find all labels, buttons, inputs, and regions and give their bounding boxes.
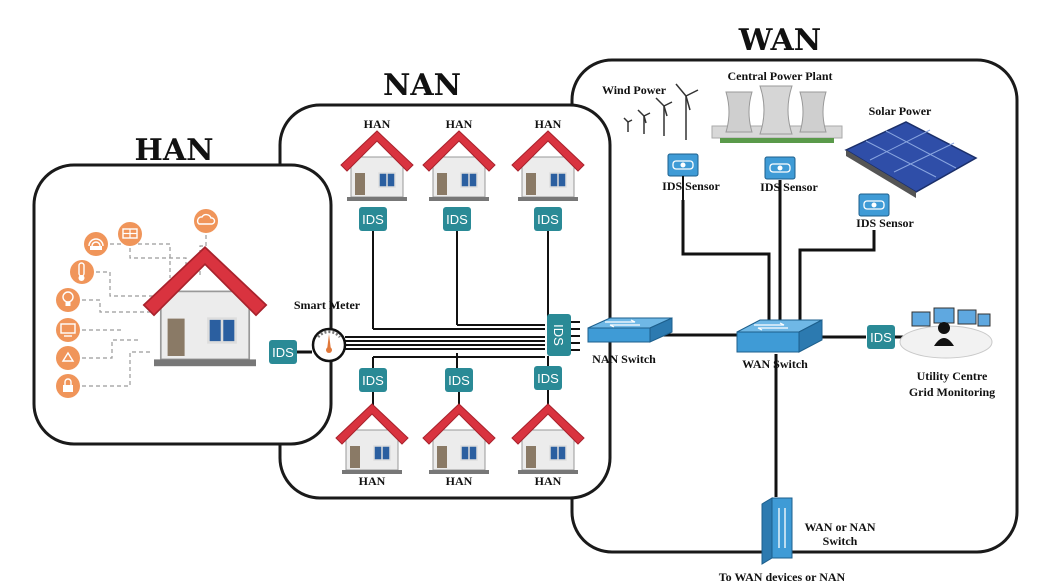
wan-switch-label: WAN Switch xyxy=(742,357,808,371)
solar-power-label: Solar Power xyxy=(869,104,932,118)
wan-switch-icon xyxy=(736,319,823,353)
nan-ids-3-label: IDS xyxy=(537,212,559,227)
nan-ids-4-label: IDS xyxy=(362,373,384,388)
nan-house-5-label: HAN xyxy=(446,474,473,488)
nan-house-4-label: HAN xyxy=(359,474,386,488)
utility-ids-label: IDS xyxy=(870,330,892,345)
smart-meter-label: Smart Meter xyxy=(294,298,361,312)
wan-or-nan-switch-icon xyxy=(761,497,793,565)
plant-ids-sensor-label: IDS Sensor xyxy=(760,180,818,194)
wan-or-nan-switch-label: WAN or NAN xyxy=(804,520,875,534)
router-icon xyxy=(84,232,108,256)
nan-house-3-label: HAN xyxy=(535,117,562,131)
monitor-icon xyxy=(56,318,80,342)
cloud-icon xyxy=(194,209,218,233)
thermometer-icon xyxy=(70,260,94,284)
smart-meter-icon xyxy=(311,327,347,363)
grid-monitoring-label: Grid Monitoring xyxy=(909,385,995,399)
nan-main-ids: IDS xyxy=(547,314,580,356)
light-bulb-icon xyxy=(56,288,80,312)
lock-icon xyxy=(56,374,80,398)
solar-ids-sensor-icon xyxy=(858,193,890,217)
nan-house-1-label: HAN xyxy=(364,117,391,131)
nan-title: NAN xyxy=(383,68,461,103)
utility-centre-label: Utility Centre xyxy=(917,369,988,383)
utility-centre-icon xyxy=(899,307,993,359)
nan-ids-6-label: IDS xyxy=(537,371,559,386)
solar-ids-sensor-label: IDS Sensor xyxy=(856,216,914,230)
central-power-plant-label: Central Power Plant xyxy=(727,69,832,83)
wind-ids-sensor-label: IDS Sensor xyxy=(662,179,720,193)
han-title: HAN xyxy=(134,133,213,168)
nan-house-6-label: HAN xyxy=(535,474,562,488)
nan-switch-icon xyxy=(587,317,673,343)
recycle-icon xyxy=(56,346,80,370)
nan-house-2-label: HAN xyxy=(446,117,473,131)
wan-wiring xyxy=(681,180,910,497)
nan-ids-1-label: IDS xyxy=(362,212,384,227)
wind-ids-sensor-icon xyxy=(667,153,699,177)
power-plant-icon xyxy=(711,85,843,143)
to-wan-devices-label: To WAN devices or NAN xyxy=(719,570,846,584)
plant-ids-sensor-icon xyxy=(764,156,796,180)
nan-wiring xyxy=(345,229,549,368)
wind-power-label: Wind Power xyxy=(602,83,667,97)
solar-farm-icon xyxy=(844,121,978,198)
han-ids-label: IDS xyxy=(272,345,294,360)
solar-panel-icon xyxy=(118,222,142,246)
wan-title: WAN xyxy=(738,23,821,58)
nan-ids-2-label: IDS xyxy=(446,212,468,227)
nan-switch-label: NAN Switch xyxy=(592,352,656,366)
nan-ids-5-label: IDS xyxy=(448,373,470,388)
wan-or-nan-switch-label-2: Switch xyxy=(823,534,858,548)
wind-turbine-icon xyxy=(623,83,699,140)
nan-main-ids-label: IDS xyxy=(551,324,566,346)
